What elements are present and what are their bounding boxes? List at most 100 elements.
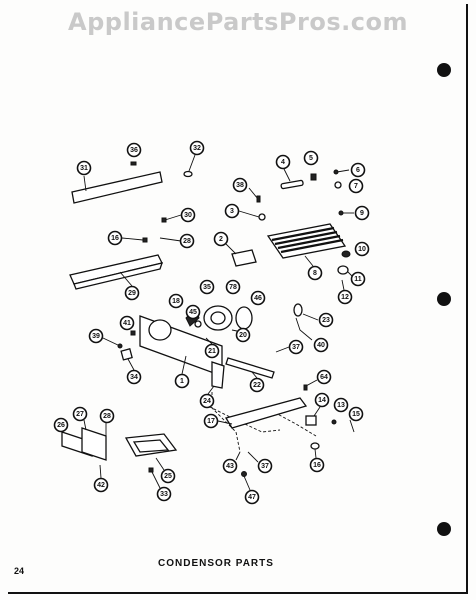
callout-18: 18 [168,293,184,309]
callout-number: 37 [292,344,300,351]
part-6-screw [333,169,350,175]
callout-number: 2 [219,236,223,243]
callout-number: 13 [337,402,345,409]
part-41-screw [130,330,136,336]
callout-6: 6 [350,162,366,178]
callout-4: 4 [275,154,291,170]
callout-25: 25 [160,468,176,484]
callout-10: 10 [354,241,370,257]
callout-5: 5 [303,150,319,166]
callout-47: 47 [244,489,260,505]
callout-28: 28 [99,408,115,424]
callout-number: 78 [229,284,237,291]
callout-15: 15 [348,406,364,422]
callout-37: 37 [288,339,304,355]
callout-number: 45 [189,309,197,316]
callout-number: 43 [226,463,234,470]
callout-number: 42 [97,482,105,489]
callout-number: 17 [207,418,215,425]
part-43-screw [235,451,241,461]
callout-37: 37 [257,458,273,474]
part-21-screw [205,337,213,345]
part-17-base-rail [217,397,308,429]
callout-number: 39 [92,333,100,340]
callout-38: 38 [232,177,248,193]
callout-23: 23 [318,312,334,328]
part-8-condenser-coil [266,223,347,267]
callout-number: 21 [208,348,216,355]
binder-hole-top [437,63,451,77]
callout-30: 30 [180,207,196,223]
callout-number: 1 [180,378,184,385]
callout-number: 9 [360,210,364,217]
part-29-rail [69,254,163,290]
callout-31: 31 [76,160,92,176]
diagram-caption: CONDENSOR PARTS [158,558,274,569]
part-42-screw [99,464,102,479]
callout-number: 46 [254,295,262,302]
part-16-screw [121,237,148,243]
callout-number: 22 [253,382,261,389]
callout-34: 34 [126,369,142,385]
part-9-screw [338,210,354,216]
callout-number: 26 [57,422,65,429]
part-34-bracket [120,348,135,371]
part-64-screw [303,379,318,391]
page-frame [8,4,468,594]
callout-27: 27 [72,406,88,422]
callout-21: 21 [204,343,220,359]
part-25-drain-pan [124,433,178,471]
callout-17: 17 [203,413,219,429]
part-3-clip [238,210,266,221]
callout-number: 3 [230,208,234,215]
callout-number: 16 [313,462,321,469]
callout-42: 42 [93,477,109,493]
binder-hole-bottom [437,522,451,536]
callout-36: 36 [126,142,142,158]
part-37-screw [275,346,290,353]
page-number: 24 [14,566,25,576]
part-32-clip [183,154,196,178]
part-30-screw [161,214,182,223]
callout-number: 10 [358,246,366,253]
part-45-clip [194,320,202,328]
callout-33: 33 [156,486,172,502]
callout-number: 28 [183,238,191,245]
part-15-screw [349,419,355,433]
part-5-nut [310,173,317,181]
callout-78: 78 [225,279,241,295]
part-24-bracket [207,361,225,395]
callout-2: 2 [213,231,229,247]
callout-number: 33 [160,491,168,498]
callout-number: 35 [203,284,211,291]
callout-46: 46 [250,290,266,306]
callout-number: 31 [80,165,88,172]
callout-number: 8 [313,270,317,277]
callout-number: 28 [103,413,111,420]
part-78-fan-motor [203,305,233,331]
callout-number: 12 [341,294,349,301]
callout-number: 30 [184,212,192,219]
callout-13: 13 [333,397,349,413]
callout-number: 27 [76,411,84,418]
part-16-washer [310,442,320,459]
callout-number: 7 [354,183,358,190]
callout-number: 4 [281,159,285,166]
callout-number: 41 [123,320,131,327]
part-4-tube [280,168,304,190]
callout-43: 43 [222,458,238,474]
callout-number: 23 [322,317,330,324]
callout-number: 11 [354,276,362,283]
part-7-clip [334,181,342,189]
callout-number: 20 [239,332,247,339]
callout-24: 24 [199,393,215,409]
part-23-spring [293,303,319,321]
callout-3: 3 [224,203,240,219]
callout-number: 5 [309,155,313,162]
callout-14: 14 [314,392,330,408]
part-1-fan-shroud [139,315,223,377]
callout-number: 6 [356,167,360,174]
part-10-grommet [341,250,351,258]
callout-20: 20 [235,327,251,343]
